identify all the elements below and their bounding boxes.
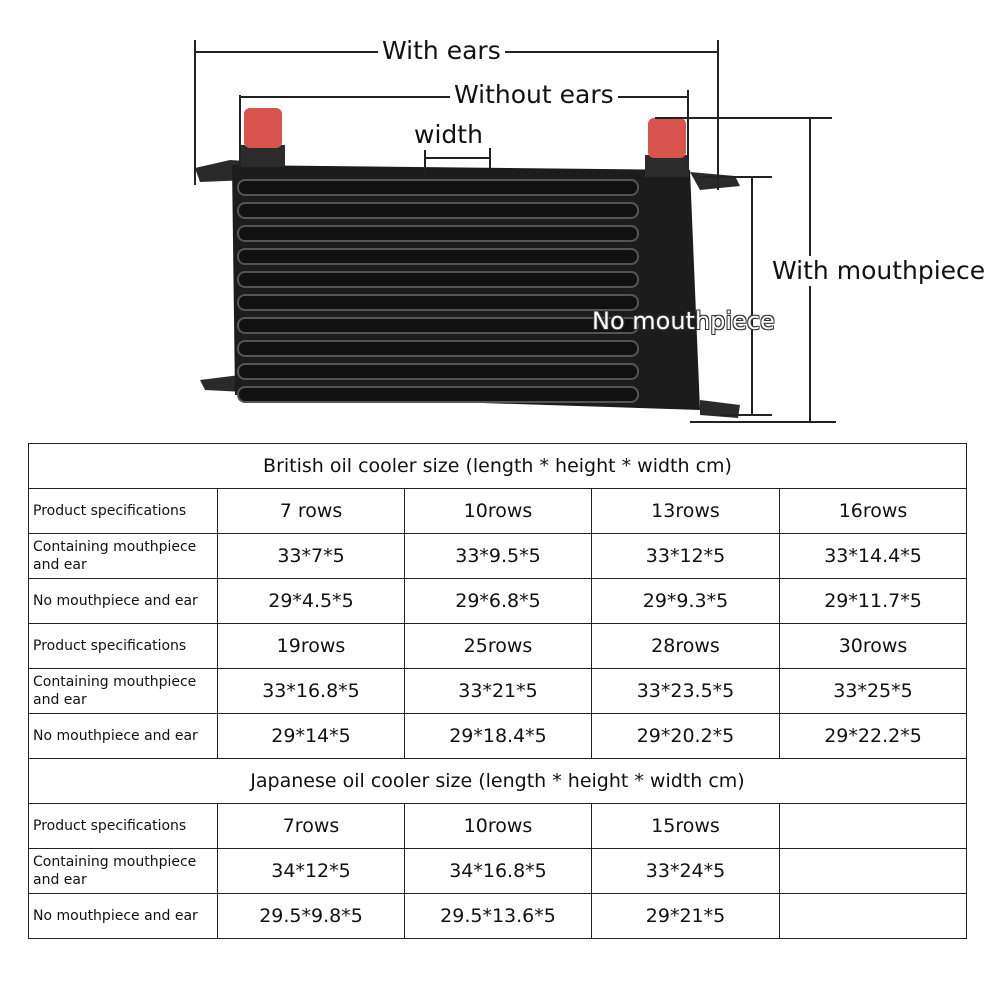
oil-cooler-diagram xyxy=(194,40,836,423)
spec-row-label: Product specifications xyxy=(28,803,218,849)
no-mouthpiece-cell: 29.5*9.8*5 xyxy=(217,893,405,939)
with-mouthpiece-cell: 33*16.8*5 xyxy=(217,668,405,714)
cooler-fin-row xyxy=(237,225,639,242)
spec-cell: 16rows xyxy=(778,488,968,534)
spec-row-label: Product specifications xyxy=(28,623,218,669)
with-mouthpiece-cell: 33*25*5 xyxy=(778,668,968,714)
spec-cell: 30rows xyxy=(778,623,968,669)
with-mouthpiece-cell: 33*9.5*5 xyxy=(404,533,592,579)
with-mouthpiece-cell: 33*23.5*5 xyxy=(591,668,780,714)
without-ears-label: Without ears xyxy=(450,80,618,110)
spec-cell: 13rows xyxy=(591,488,780,534)
spec-cell: 7 rows xyxy=(217,488,405,534)
with-mouthpiece-cell: 33*14.4*5 xyxy=(778,533,968,579)
with-mouthpiece-row-label: Containing mouthpiece and ear xyxy=(28,533,218,579)
cooler-fin-row xyxy=(237,248,639,265)
with-mouthpiece-cell: 33*21*5 xyxy=(404,668,592,714)
cooler-fin-row xyxy=(237,202,639,219)
with-mouthpiece-cell: 34*16.8*5 xyxy=(404,848,592,894)
with-mouthpiece-row-label: Containing mouthpiece and ear xyxy=(28,848,218,894)
spec-cell: 7rows xyxy=(217,803,405,849)
no-mouthpiece-cell: 29*22.2*5 xyxy=(778,713,968,759)
british-title-row: British oil cooler size (length * height… xyxy=(27,443,968,489)
size-table: British oil cooler size (length * height… xyxy=(27,443,968,939)
cooler-fin-row xyxy=(237,363,639,380)
no-mouthpiece-cell xyxy=(778,893,968,939)
oil-cooler-image xyxy=(195,108,740,418)
no-mouthpiece-cell: 29*9.3*5 xyxy=(591,578,780,624)
cooler-fin-row xyxy=(237,386,639,403)
cooler-fin-row xyxy=(237,271,639,288)
with-mouthpiece-cell: 33*7*5 xyxy=(217,533,405,579)
no-mouthpiece-row-label: No mouthpiece and ear xyxy=(28,578,218,624)
no-mouthpiece-cell: 29*4.5*5 xyxy=(217,578,405,624)
cooler-fin-row xyxy=(237,179,639,196)
width-label: width xyxy=(410,120,487,150)
no-mouthpiece-cell: 29*14*5 xyxy=(217,713,405,759)
cooler-fin-row xyxy=(237,340,639,357)
spec-cell xyxy=(778,803,968,849)
no-mouthpiece-cell: 29.5*13.6*5 xyxy=(404,893,592,939)
spec-cell: 15rows xyxy=(591,803,780,849)
no-mouthpiece-row-label: No mouthpiece and ear xyxy=(28,893,218,939)
no-mouthpiece-cell: 29*18.4*5 xyxy=(404,713,592,759)
with-mouthpiece-cell: 33*12*5 xyxy=(591,533,780,579)
cooler-fin-row xyxy=(237,317,639,334)
no-mouthpiece-cell: 29*21*5 xyxy=(591,893,780,939)
british-section-title: British oil cooler size (length * height… xyxy=(27,443,968,489)
cooler-fin-row xyxy=(237,294,639,311)
no-mouthpiece-label: No mouthpiece xyxy=(592,307,775,335)
no-mouthpiece-row-label: No mouthpiece and ear xyxy=(28,713,218,759)
japanese-section-title: Japanese oil cooler size (length * heigh… xyxy=(27,758,968,804)
with-mouthpiece-row-label: Containing mouthpiece and ear xyxy=(28,668,218,714)
no-mouthpiece-cell: 29*11.7*5 xyxy=(778,578,968,624)
with-ears-label: With ears xyxy=(378,36,505,66)
spec-cell: 25rows xyxy=(404,623,592,669)
with-mouthpiece-cell: 34*12*5 xyxy=(217,848,405,894)
spec-cell: 10rows xyxy=(404,488,592,534)
spec-cell: 28rows xyxy=(591,623,780,669)
no-mouthpiece-cell: 29*20.2*5 xyxy=(591,713,780,759)
spec-cell: 19rows xyxy=(217,623,405,669)
japanese-title-row: Japanese oil cooler size (length * heigh… xyxy=(27,758,968,804)
with-mouthpiece-label: With mouthpiece xyxy=(768,256,990,286)
with-mouthpiece-cell: 33*24*5 xyxy=(591,848,780,894)
with-mouthpiece-cell xyxy=(778,848,968,894)
no-mouthpiece-cell: 29*6.8*5 xyxy=(404,578,592,624)
spec-cell: 10rows xyxy=(404,803,592,849)
spec-row-label: Product specifications xyxy=(28,488,218,534)
